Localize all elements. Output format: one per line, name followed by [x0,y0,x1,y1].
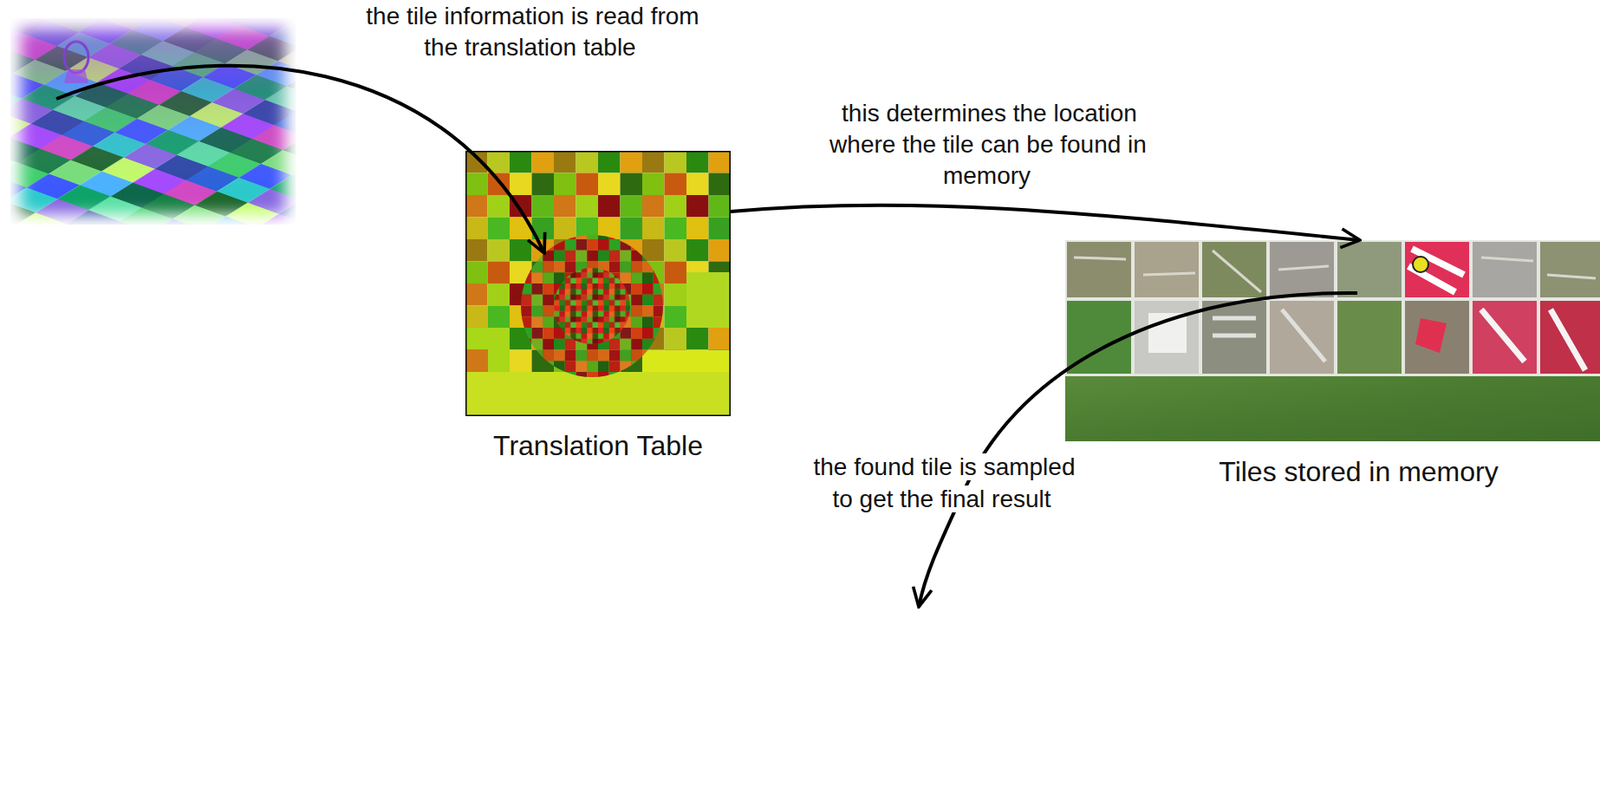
image-node: Tiles stored in memory [1065,240,1600,488]
tile-memory-image [1065,240,1600,442]
image-caption: Tiles stored in memory [1218,455,1498,488]
leader-arrow [918,292,1358,607]
image-node: Translation Table [465,150,731,462]
connector-label: this determines the location where the t… [829,99,1147,189]
final-result-image [865,551,1209,795]
connector-arrow [730,204,1360,241]
annotation-text: the found tile is sampled to get the fin… [811,453,1076,513]
annotation-text: the tile information is read from the tr… [363,2,699,61]
image-caption: Translation Table [493,429,703,462]
leader-arrow [56,65,545,254]
screen-image [10,18,296,225]
